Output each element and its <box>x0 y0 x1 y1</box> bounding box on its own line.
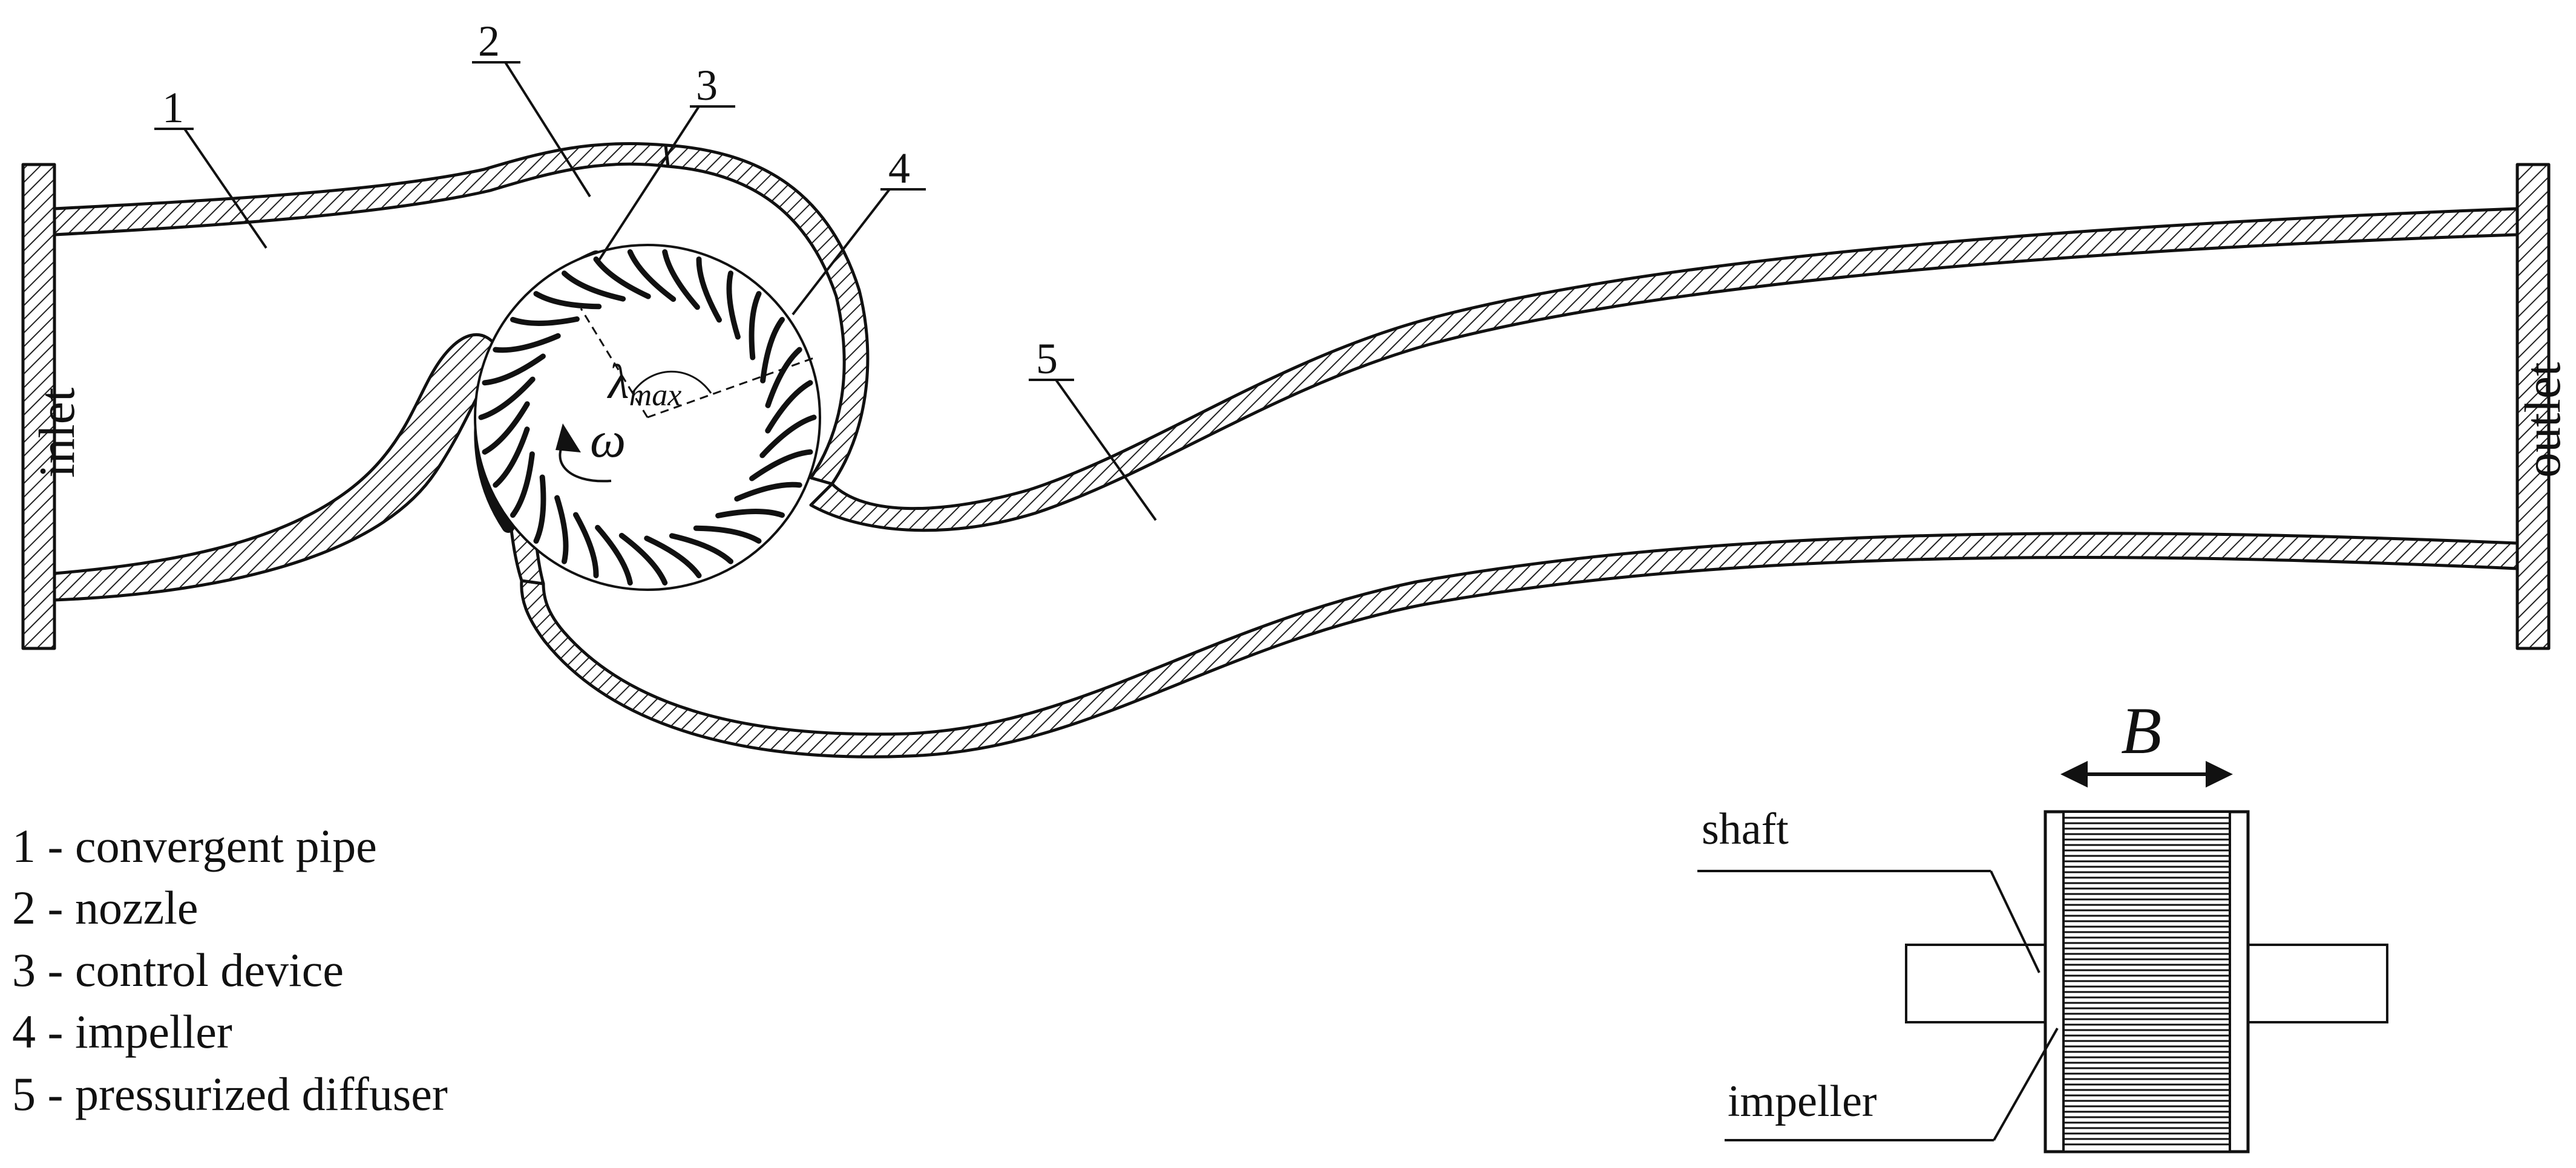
impeller-blade <box>493 333 561 353</box>
leader-5-diag <box>1055 379 1157 521</box>
impeller-blade <box>734 481 802 502</box>
label-1: 1 <box>162 83 184 132</box>
impeller-blade <box>644 535 702 578</box>
outlet-label: outlet <box>2515 362 2571 478</box>
impeller-blade <box>510 451 535 518</box>
impeller-blade <box>693 525 762 544</box>
impeller-blade <box>765 380 813 434</box>
legend: 1 - convergent pipe 2 - nozzle 3 - contr… <box>12 820 448 1120</box>
diffuser-upper-wall <box>809 207 2519 532</box>
impeller-blade <box>726 270 741 340</box>
leader-3-diag <box>598 105 700 261</box>
legend-item-1: 1 - convergent pipe <box>12 820 377 872</box>
impeller-blade <box>482 353 546 386</box>
impeller-blade <box>627 249 677 302</box>
impeller-blade <box>618 532 668 586</box>
leader-4-diag <box>791 188 891 316</box>
impeller-blade <box>510 316 580 326</box>
impeller-blade <box>749 291 762 361</box>
b-label: B <box>2121 694 2161 768</box>
lambda-ray-2 <box>647 356 818 419</box>
impeller-blade <box>669 533 733 564</box>
shaft-left <box>1905 944 2047 1023</box>
outlet-flange <box>2515 163 2551 650</box>
channel-walls <box>21 142 2551 759</box>
impeller-blade <box>493 426 530 488</box>
lambda-angle: λmax <box>580 308 818 419</box>
impeller-blade <box>478 376 536 420</box>
b-arrow-left <box>2060 761 2088 788</box>
impeller-blades <box>478 249 817 586</box>
impeller-blade <box>533 474 546 544</box>
label-3: 3 <box>696 61 718 109</box>
impeller-blade <box>765 347 802 408</box>
shaft-label: shaft <box>1702 804 1789 854</box>
legend-item-5: 5 - pressurized diffuser <box>12 1068 448 1120</box>
omega-rotation: ω <box>556 412 626 483</box>
lambda-ray-1 <box>580 308 649 418</box>
shaft-right <box>2247 944 2388 1023</box>
inlet-label: inlet <box>29 388 85 478</box>
impeller-blade <box>696 256 722 323</box>
label-4: 4 <box>888 144 910 192</box>
inlet-flange <box>21 163 56 650</box>
label-2: 2 <box>478 17 500 65</box>
impeller-leader-diag <box>1993 1028 2059 1141</box>
omega-label: ω <box>590 412 626 468</box>
leader-2-diag <box>504 61 591 198</box>
legend-item-4: 4 - impeller <box>12 1005 232 1058</box>
side-view: B shaft impeller <box>1697 694 2388 1153</box>
convergent-pipe-lower-wall <box>53 333 545 602</box>
impeller-blade <box>715 509 785 518</box>
label-5: 5 <box>1036 334 1058 383</box>
leader-1-diag <box>183 128 267 249</box>
omega-arrowhead <box>556 423 581 452</box>
impeller-blade <box>760 316 785 383</box>
legend-item-2: 2 - nozzle <box>12 881 198 934</box>
impeller-blade <box>595 524 633 586</box>
lambda-label: λmax <box>607 356 681 413</box>
impeller-blade <box>533 291 602 310</box>
impeller-blade <box>562 270 626 302</box>
impeller-blade <box>554 495 569 564</box>
impeller-blade-lines <box>2063 817 2230 1146</box>
impeller-blade <box>749 449 813 481</box>
impeller-blade <box>662 249 700 310</box>
impeller-blade <box>593 256 651 299</box>
convergent-pipe-upper-wall <box>53 142 670 237</box>
impeller-blade <box>759 414 817 458</box>
impeller-blade <box>482 401 530 455</box>
shaft-leader-diag <box>1990 870 2040 973</box>
impeller-blade <box>573 512 599 578</box>
lambda-arc <box>631 370 712 394</box>
diffuser-lower-wall <box>520 532 2519 759</box>
impeller-label: impeller <box>1728 1077 1877 1126</box>
b-arrow-right <box>2206 761 2233 788</box>
part-labels: 1 2 3 4 5 <box>154 17 1157 521</box>
legend-item-3: 3 - control device <box>12 944 344 996</box>
